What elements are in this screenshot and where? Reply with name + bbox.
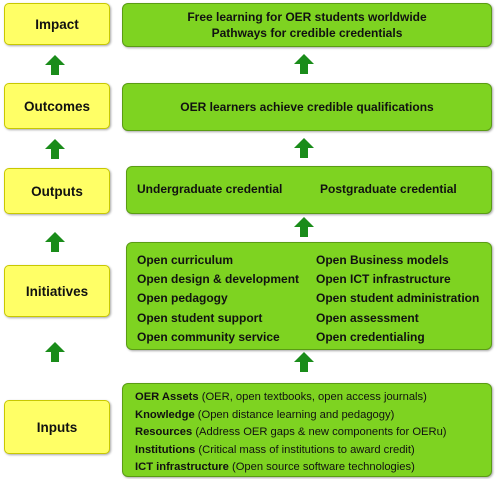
- input-term: Resources: [135, 426, 193, 439]
- inputs-box: OER Assets (OER, open textbooks, open ac…: [122, 383, 492, 477]
- input-detail: (Critical mass of institutions to award …: [195, 443, 415, 456]
- initiatives-box: Open curriculum Open design & developmen…: [126, 242, 492, 350]
- input-item: OER Assets (OER, open textbooks, open ac…: [135, 389, 447, 407]
- initiative-item: Open ICT infrastructure: [316, 272, 451, 287]
- input-term: OER Assets: [135, 391, 199, 403]
- initiative-item: Open Business models: [316, 253, 449, 267]
- initiative-item: Open curriculum: [137, 253, 234, 267]
- up-arrow-icon: [45, 139, 65, 159]
- up-arrow-icon: [294, 217, 314, 237]
- up-arrow-icon: [45, 232, 65, 252]
- up-arrow-icon: [294, 138, 314, 158]
- input-detail: (Open distance learning and pedagogy): [194, 408, 395, 421]
- up-arrow-icon: [45, 342, 65, 362]
- up-arrow-icon: [45, 55, 65, 75]
- initiative-item: Open student administration: [316, 291, 480, 306]
- outcomes-label: Outcomes: [4, 83, 110, 129]
- initiative-item: Open community service: [137, 329, 280, 344]
- input-detail: (Open source software technologies): [228, 461, 415, 474]
- initiative-item: Open design & development: [137, 272, 300, 287]
- input-item: ICT infrastructure (Open source software…: [135, 459, 447, 477]
- output-item: Postgraduate credential: [320, 182, 457, 196]
- initiative-item: Open pedagogy: [137, 291, 228, 306]
- impact-line: Free learning for OER students worldwide: [187, 10, 427, 24]
- outputs-box: Undergraduate credential Postgraduate cr…: [126, 166, 492, 214]
- input-term: Institutions: [135, 443, 196, 456]
- initiatives-label: Initiatives: [4, 265, 110, 317]
- input-item: Institutions (Critical mass of instituti…: [135, 442, 447, 460]
- impact-box: Free learning for OER students worldwide…: [122, 3, 492, 47]
- up-arrow-icon: [294, 352, 314, 372]
- outcomes-box: OER learners achieve credible qualificat…: [122, 83, 492, 131]
- inputs-label: Inputs: [4, 400, 110, 454]
- initiative-item: Open student support: [137, 310, 263, 325]
- input-item: Knowledge (Open distance learning and pe…: [135, 407, 447, 425]
- up-arrow-icon: [294, 54, 314, 74]
- outputs-label: Outputs: [4, 168, 110, 214]
- input-detail: (OER, open textbooks, open access journa…: [198, 391, 427, 403]
- input-item: Resources (Address OER gaps & new compon…: [135, 424, 447, 442]
- input-term: Knowledge: [135, 408, 195, 421]
- outcomes-text: OER learners achieve credible qualificat…: [180, 100, 434, 114]
- impact-line: Pathways for credible credentials: [211, 26, 403, 40]
- input-term: ICT infrastructure: [135, 461, 229, 474]
- output-item: Undergraduate credential: [137, 182, 283, 196]
- impact-label: Impact: [4, 3, 110, 45]
- initiative-item: Open credentialing: [316, 329, 425, 344]
- initiative-item: Open assessment: [316, 310, 419, 325]
- input-detail: (Address OER gaps & new components for O…: [192, 426, 447, 439]
